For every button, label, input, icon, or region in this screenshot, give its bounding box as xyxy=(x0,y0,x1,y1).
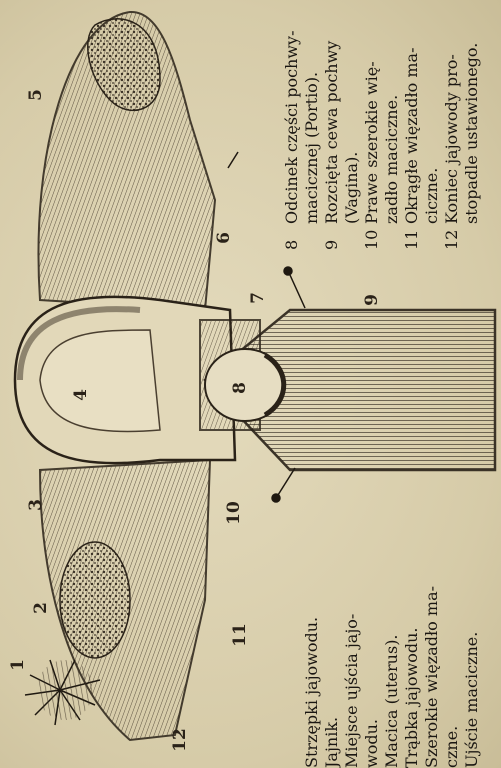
caption-right-item: 9Rozcięta cewa pochwy (Vagina). xyxy=(322,0,362,250)
caption-left-item: Strzępki jajowodu. xyxy=(302,268,322,768)
figure-number-7: 7 xyxy=(248,292,268,304)
caption-text: Odcinek części pochwy- xyxy=(282,30,301,224)
caption-right-item: 10Prawe szerokie wię- zadło maciczne. xyxy=(362,0,402,250)
caption-left-item: Miejsce ujścia jajo- xyxy=(342,268,362,768)
caption-number: 12 xyxy=(442,224,462,250)
caption-text: Okrągłe więzadło ma- xyxy=(402,48,421,225)
caption-right-item: 12Koniec jajowody pro- stopadle ustawion… xyxy=(442,0,482,250)
caption-number: 9 xyxy=(322,224,342,250)
figure-number-8: 8 xyxy=(230,382,250,394)
caption-number: 11 xyxy=(402,224,422,250)
caption-left-item: Jajnik. xyxy=(322,268,342,768)
ovary xyxy=(60,542,130,658)
caption-left-item: Trąbka jajowodu. xyxy=(402,268,422,768)
caption-continuation: ciczne. xyxy=(422,0,442,250)
caption-left-item: wodu. xyxy=(362,268,382,768)
caption-right-item: 8Odcinek części pochwy- macicznej (Porti… xyxy=(282,0,322,250)
caption-left-item: Szerokie więzadło ma- xyxy=(422,268,442,768)
figure-number-6: 6 xyxy=(214,232,234,244)
caption-text: Prawe szerokie wię- xyxy=(362,61,381,224)
figure-number-5: 5 xyxy=(26,89,46,101)
caption-left-item: czne. xyxy=(442,268,462,768)
caption-left-item: Ujście maciczne. xyxy=(462,268,482,768)
caption-continuation: stopadle ustawionego. xyxy=(462,0,482,250)
figure-number-2: 2 xyxy=(31,602,51,614)
caption-list-left: Strzępki jajowodu. Jajnik. Miejsce ujści… xyxy=(302,268,482,768)
caption-number: 10 xyxy=(362,224,382,250)
caption-continuation: macicznej (Portio). xyxy=(302,0,322,250)
figure-number-4: 4 xyxy=(71,389,91,401)
caption-text: Koniec jajowody pro- xyxy=(442,54,461,224)
caption-right-item: 11Okrągłe więzadło ma- ciczne. xyxy=(402,0,442,250)
figure-number-12: 12 xyxy=(170,728,190,752)
caption-continuation: (Vagina). xyxy=(342,0,362,250)
caption-list-right: 8Odcinek części pochwy- macicznej (Porti… xyxy=(282,0,482,250)
figure-number-10: 10 xyxy=(224,501,244,525)
caption-number: 8 xyxy=(282,224,302,250)
caption-text: Rozcięta cewa pochwy xyxy=(322,41,341,224)
caption-left-item: Macica (uterus). xyxy=(382,268,402,768)
figure-number-11: 11 xyxy=(230,623,250,647)
caption-continuation: zadło maciczne. xyxy=(382,0,402,250)
figure-number-1: 1 xyxy=(8,659,28,671)
figure-number-3: 3 xyxy=(26,499,46,511)
